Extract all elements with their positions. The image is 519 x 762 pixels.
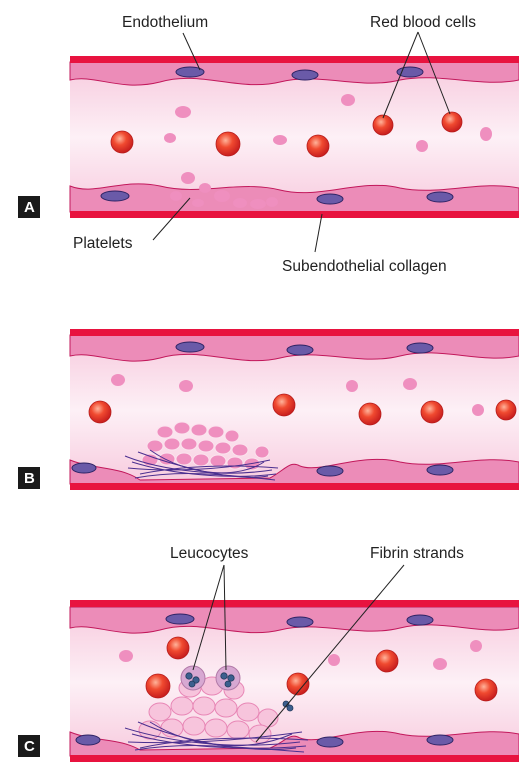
label-leucocytes: Leucocytes [170,545,249,562]
vessel-wall-top [70,600,519,607]
label-subendothelial-collagen: Subendothelial collagen [282,258,447,275]
panel-b: B [18,329,519,490]
panel-letter-b: B [24,470,35,487]
label-endothelium: Endothelium [122,14,208,31]
panel-letter-a: A [24,199,35,216]
vessel-wall-top [70,329,519,336]
vessel-wall-bottom [70,755,519,762]
vessel-wall-bottom [70,211,519,218]
panel-c: Leucocytes Fibrin strands C [18,545,519,762]
panel-letter-c: C [24,738,35,755]
label-red-blood-cells: Red blood cells [370,14,476,31]
label-platelets: Platelets [73,235,133,252]
panel-a: Endothelium Red blood cells Platelets Su… [18,14,519,275]
vessel-wall-bottom [70,483,519,490]
vessel-wall-top [70,56,519,63]
label-fibrin-strands: Fibrin strands [370,545,464,562]
